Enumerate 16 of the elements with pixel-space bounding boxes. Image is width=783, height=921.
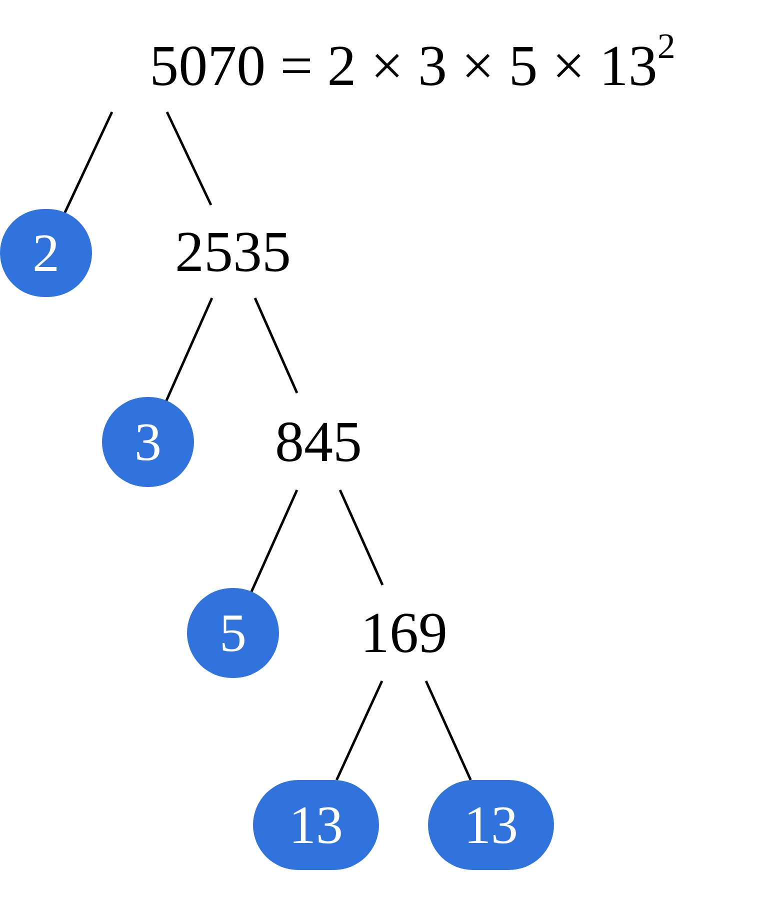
branch-line [165, 298, 214, 402]
branch-line [166, 111, 212, 206]
number-text: 2535 [175, 222, 291, 280]
number-text: 845 [275, 412, 362, 470]
branch-line [338, 490, 384, 586]
number-text: 169 [360, 604, 448, 662]
prime-factor-badge: 5 [187, 588, 279, 678]
prime-factor-badge: 3 [102, 397, 194, 487]
branch-line [335, 680, 384, 781]
branch-line [250, 490, 298, 592]
prime-factor-badge: 13 [428, 780, 554, 870]
branch-line [64, 111, 114, 214]
prime-factor-badge: 13 [253, 780, 379, 870]
prime-factor-badge: 2 [0, 209, 92, 297]
branch-line [254, 298, 298, 394]
branch-line [424, 680, 472, 781]
